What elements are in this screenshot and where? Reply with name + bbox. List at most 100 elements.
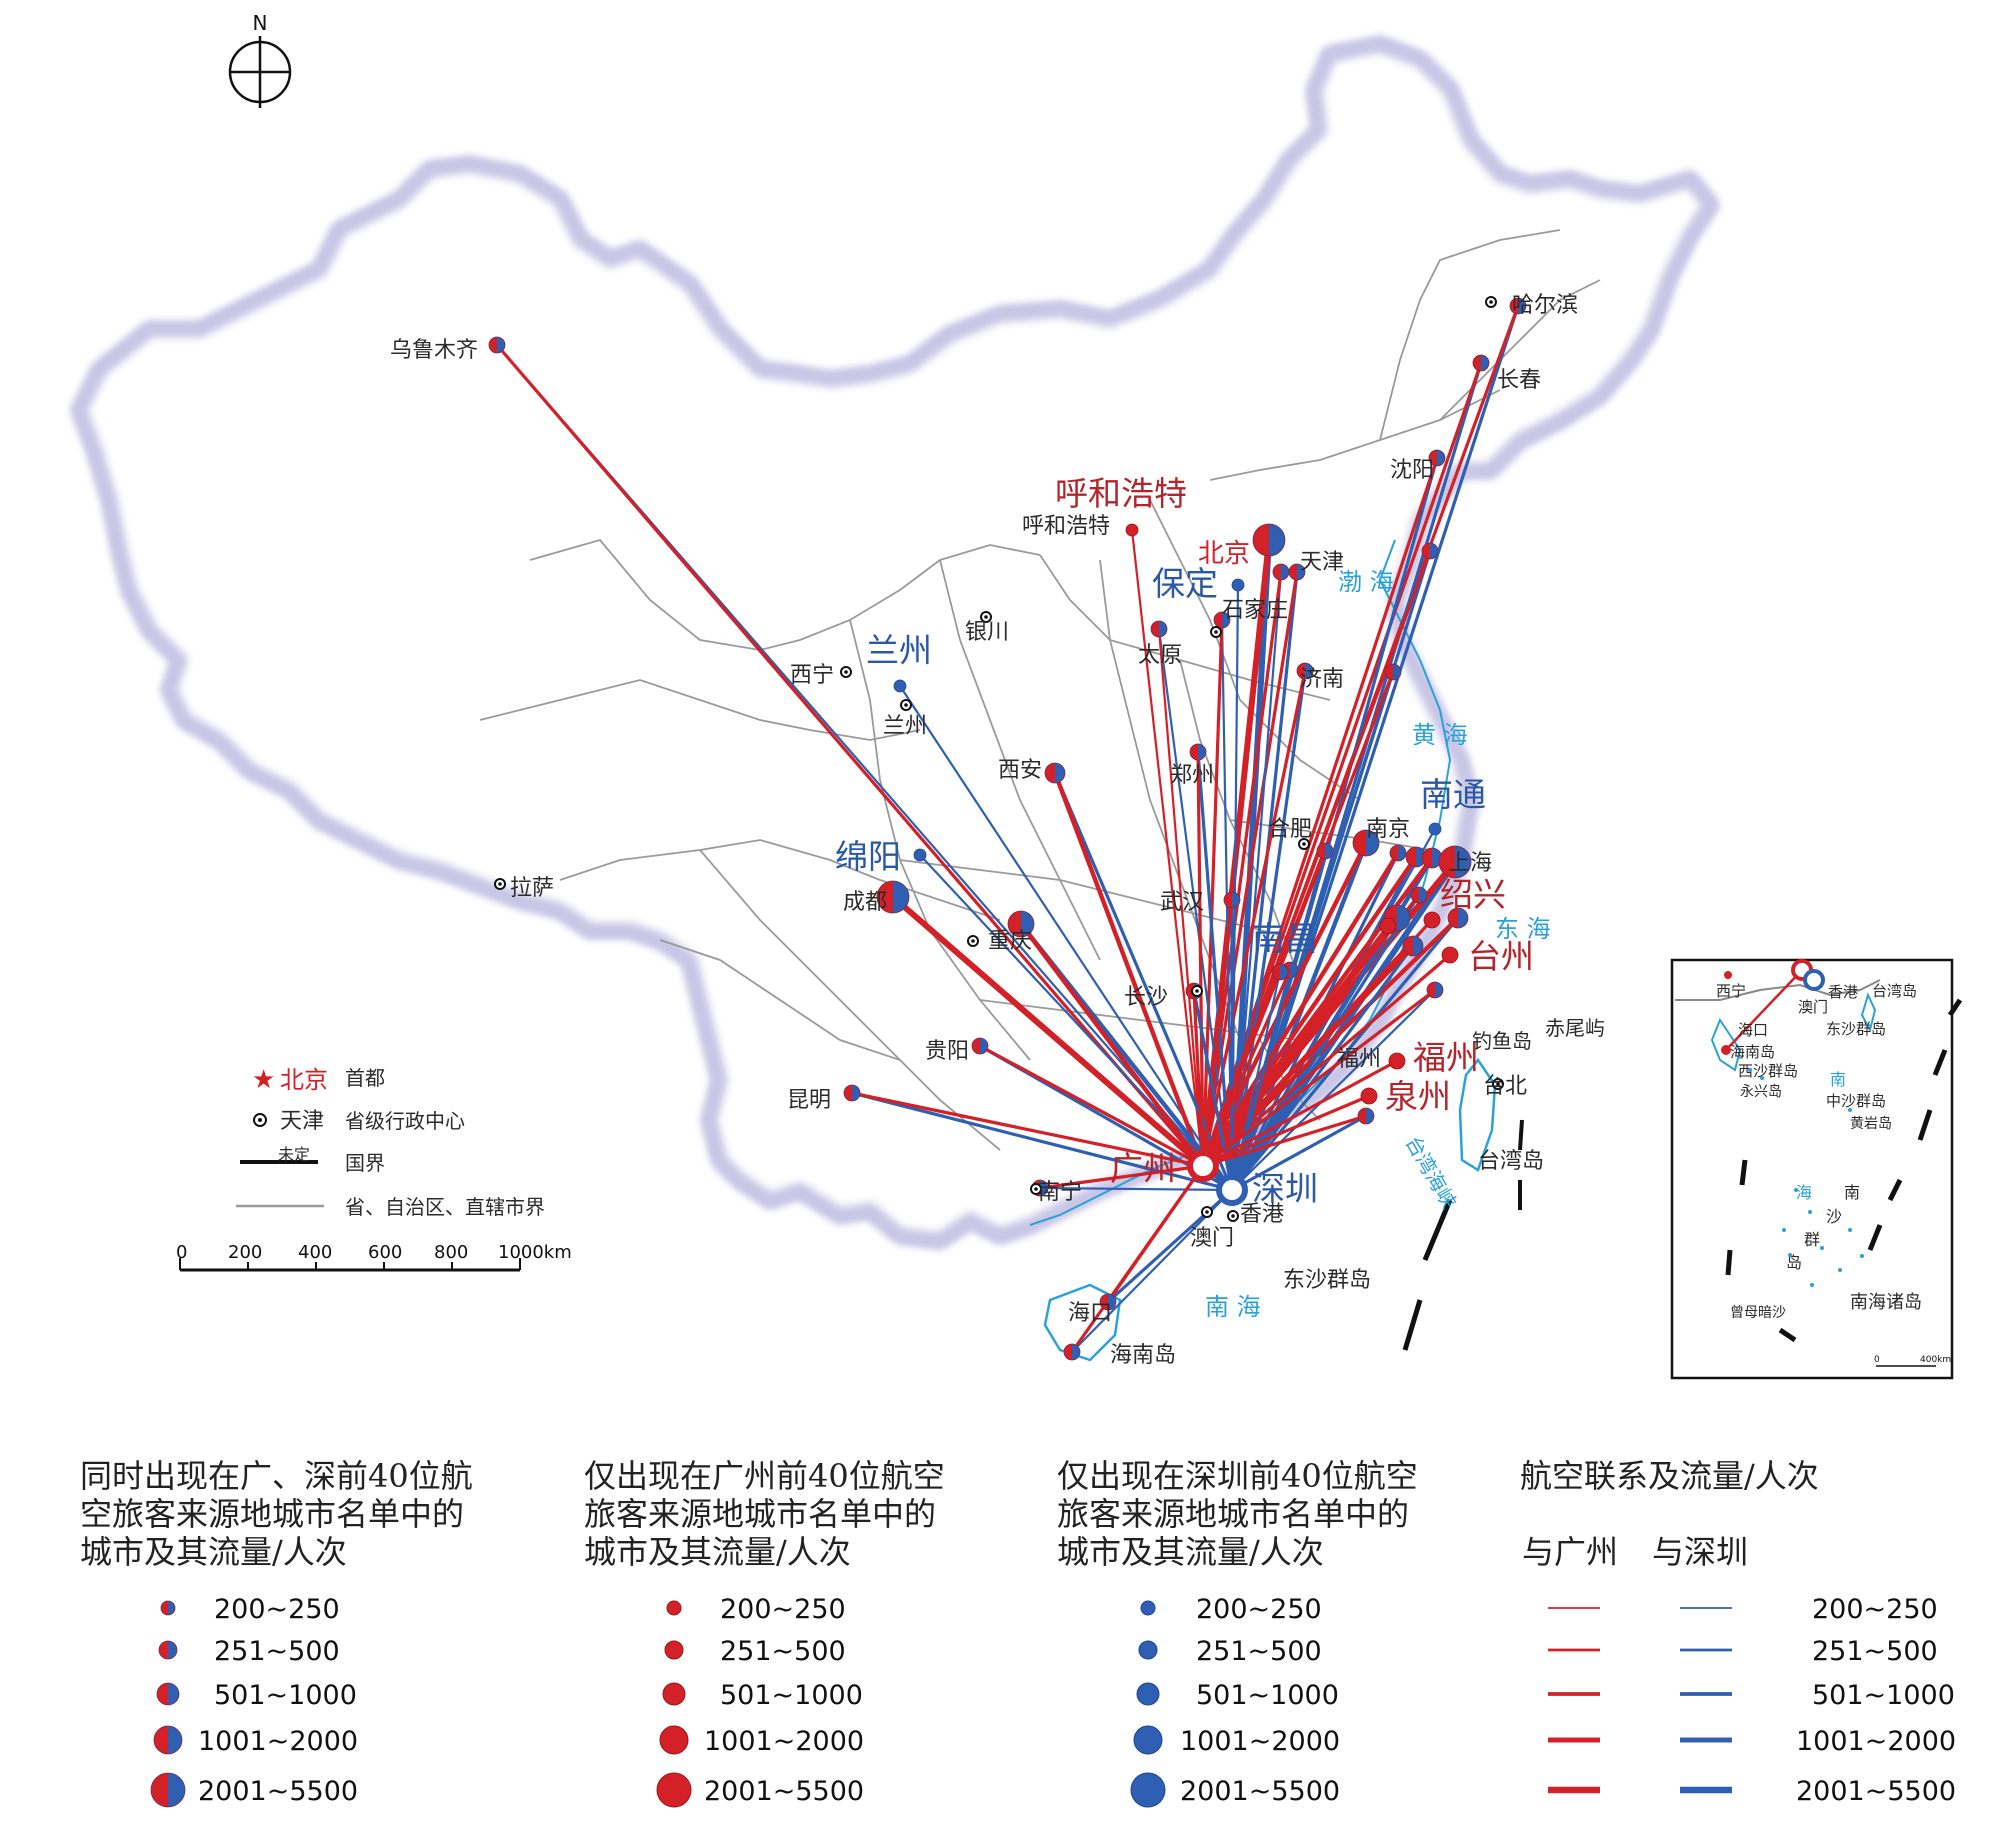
inset-huangyan: 黄岩岛 [1850, 1115, 1892, 1132]
legend-link-title: 航空联系及流量/人次 [1520, 1457, 1819, 1495]
city-marker-fuzhou [1388, 1052, 1406, 1070]
label-xian: 西安 [998, 758, 1042, 783]
inset-nansha-4: 岛 [1786, 1253, 1802, 1272]
legend-both-symbol-0 [160, 1600, 176, 1616]
shenzhen-hub-marker [1216, 1174, 1248, 1206]
city-marker-hohhot [1125, 523, 1139, 537]
legend-border-name: 未定 [278, 1145, 310, 1164]
label-donghai: 东 海 [1495, 915, 1551, 943]
inset-yongxing: 永兴岛 [1740, 1084, 1782, 1100]
label-shaoxing: 绍兴 [1440, 875, 1506, 914]
label-macau: 澳门 [1190, 1226, 1234, 1251]
legend-gz-title-3: 城市及其流量/人次 [584, 1533, 851, 1571]
legend-sz-symbol-2 [1136, 1682, 1160, 1706]
label-jinan: 济南 [1300, 667, 1344, 692]
city-marker-haikou [1099, 1293, 1117, 1311]
label-hefei: 合肥 [1268, 817, 1312, 842]
legend-link-sz: 与深圳 [1652, 1533, 1748, 1571]
legend-link-class: 2001~5500 [1796, 1776, 1956, 1807]
city-marker-jinan [1296, 662, 1314, 680]
china-outline [72, 37, 1718, 1362]
flow-line-guangzhou-urumqi [495, 343, 1205, 1168]
legend-sz-class: 501~1000 [1196, 1680, 1339, 1711]
guangzhou-hub-marker [1187, 1150, 1219, 1182]
provincial-center-core-nanning [1034, 1187, 1038, 1191]
flow-line-guangzhou-chongqing [1018, 921, 1206, 1169]
city-marker-quanzhou [1360, 1087, 1378, 1105]
flow-line-guangzhou-wuhan [1201, 898, 1234, 1168]
provincial-center-core-lanzhou [904, 703, 908, 707]
legend-both-symbol-1 [158, 1640, 178, 1660]
scale-tick: 1000km [498, 1242, 572, 1263]
city-labels: 乌鲁木齐 哈尔滨 长春 沈阳 呼和浩特 天津 石家庄 银川 西宁 兰州 太原 济… [390, 293, 1578, 1326]
city-marker-hefei [1316, 842, 1334, 860]
legend-province-border-desc: 省、自治区、直辖市界 [345, 1195, 545, 1219]
highlight-labels: 呼和浩特 北京 保定 兰州 南通 绵阳 绍兴 南昌 台州 福州 泉州 广州 深圳 [835, 474, 1534, 1208]
label-hohhot-small: 呼和浩特 [1022, 514, 1110, 539]
inset-hongkong: 香港 [1828, 983, 1858, 1001]
legend-gz-title-2: 旅客来源地城市名单中的 [584, 1495, 936, 1533]
label-kunming: 昆明 [787, 1088, 831, 1113]
legend-gz-symbol-1 [664, 1640, 684, 1660]
city-marker-baoding [1231, 578, 1245, 592]
label-xining: 西宁 [790, 663, 834, 688]
label-shenzhen: 深圳 [1252, 1169, 1318, 1208]
legend-both-class: 1001~2000 [198, 1726, 358, 1757]
capital-star-icon: ★ [252, 1065, 275, 1095]
inset-nansha-2: 沙 [1826, 1207, 1842, 1226]
label-chengdu: 成都 [843, 890, 887, 915]
provincial-center-core-macau [1205, 1210, 1209, 1214]
label-chiwei: 赤尾屿 [1545, 1016, 1605, 1040]
city-marker-guiyang [971, 1037, 989, 1055]
flow-line-shenzhen-xiamen [1230, 1114, 1368, 1192]
legend-both-title-2: 空旅客来源地城市名单中的 [80, 1495, 464, 1533]
label-fuzhou-big: 福州 [1413, 1038, 1479, 1077]
legend-both-symbol-2 [156, 1682, 180, 1706]
city-marker-tianjin2 [1272, 563, 1290, 581]
legend-gz-symbol-3 [659, 1725, 689, 1755]
legend-provincial-desc: 省级行政中心 [345, 1109, 465, 1133]
city-marker-tianjin [1288, 563, 1306, 581]
label-diaoyu: 钓鱼岛 [1472, 1029, 1532, 1053]
flow-line-guangzhou-yiwu [1201, 988, 1437, 1168]
flow-lines [495, 304, 1520, 1354]
flow-line-guangzhou-tianjin [1201, 570, 1299, 1168]
flow-line-shenzhen-taiyuan [1157, 627, 1234, 1192]
provincial-center-core-harbin [1489, 300, 1493, 304]
legend-sz-symbol-4 [1130, 1772, 1166, 1808]
label-shenyang: 沈阳 [1390, 458, 1434, 483]
label-guiyang: 贵阳 [925, 1039, 969, 1064]
scale-tick: 600 [368, 1242, 402, 1263]
label-chongqing: 重庆 [988, 929, 1032, 954]
legend-gz-title-1: 仅出现在广州前40位航空 [584, 1457, 945, 1495]
city-marker-nantong [1428, 822, 1442, 836]
legend-capital-desc: 首都 [345, 1066, 385, 1090]
flow-line-shenzhen-xian [1053, 771, 1234, 1192]
legend-sz-title-3: 城市及其流量/人次 [1057, 1533, 1324, 1571]
city-marker-shanghai [1438, 845, 1472, 879]
city-marker-wuhan [1223, 891, 1241, 909]
inset-nansha-3: 群 [1804, 1230, 1820, 1249]
label-beijing: 北京 [1198, 539, 1250, 569]
inset-zengmu: 曾母暗沙 [1730, 1305, 1786, 1321]
label-nantong: 南通 [1420, 775, 1486, 814]
label-quanzhou: 泉州 [1385, 1077, 1451, 1116]
city-marker-ningbo [1447, 907, 1469, 929]
label-haikou: 海口 [1068, 1301, 1112, 1326]
scale-bar: 0 200 400 600 800 1000km [176, 1242, 572, 1272]
label-hongkong: 香港 [1240, 1202, 1284, 1227]
flow-line-guangzhou-nanjing [1200, 840, 1369, 1169]
legend-gz-class: 251~500 [720, 1636, 846, 1667]
label-taizhou: 台州 [1468, 937, 1534, 976]
city-marker-urumqi [488, 336, 506, 354]
label-lanzhou-small: 兰州 [883, 714, 927, 739]
city-marker-beijing [1252, 523, 1286, 557]
city-marker-harbin [1509, 297, 1527, 315]
legend-link-class: 1001~2000 [1796, 1726, 1956, 1757]
legend-both-symbol-4 [150, 1772, 186, 1808]
legend-sz-symbol-3 [1133, 1725, 1163, 1755]
city-marker-kunming [843, 1084, 861, 1102]
legend-sz-symbol-0 [1140, 1600, 1156, 1616]
north-label: N [253, 11, 268, 35]
inset-dongsha: 东沙群岛 [1826, 1020, 1886, 1038]
